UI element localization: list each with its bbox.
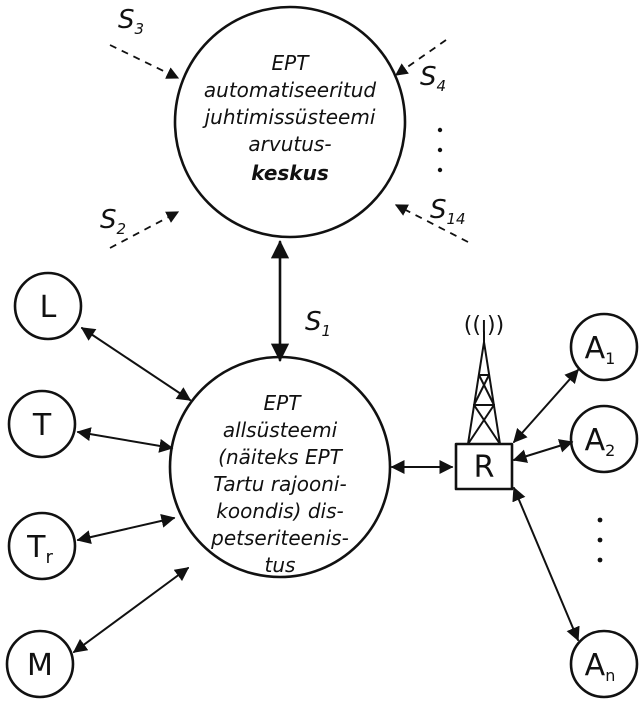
top-line-4: arvutus- bbox=[248, 132, 331, 156]
subsystem-text: EPT allsüsteemi (näiteks EPT Tartu rajoo… bbox=[210, 391, 349, 577]
label-s14: S14 bbox=[430, 195, 466, 228]
top-line-1: EPT bbox=[272, 51, 311, 75]
svg-text:L: L bbox=[40, 290, 57, 325]
label-s3: S3 bbox=[118, 5, 144, 38]
node-m: M bbox=[5, 629, 75, 699]
bottom-line-5: koondis) dis- bbox=[216, 499, 343, 523]
bottom-line-7: tus bbox=[265, 553, 296, 577]
computing-center-circle bbox=[173, 5, 407, 239]
link-an bbox=[512, 486, 580, 642]
svg-text:Tr: Tr bbox=[26, 530, 53, 568]
svg-text:An: An bbox=[585, 648, 616, 685]
link-a1 bbox=[513, 368, 579, 444]
label-s2: S2 bbox=[100, 205, 126, 238]
link-m bbox=[72, 567, 190, 653]
svg-text:A2: A2 bbox=[585, 423, 616, 460]
bottom-line-4: Tartu rajooni- bbox=[213, 472, 346, 496]
top-line-3: juhtimissüsteemi bbox=[202, 105, 376, 129]
node-t: T bbox=[7, 389, 77, 459]
nodes-ellipsis bbox=[597, 517, 603, 563]
s3-dashed-arrow bbox=[109, 44, 180, 79]
node-a2: A2 bbox=[569, 404, 639, 474]
bottom-line-3: (näiteks EPT bbox=[218, 445, 343, 469]
bottom-line-6: petseriteenis- bbox=[210, 526, 349, 550]
svg-text:T: T bbox=[32, 408, 52, 443]
antenna-waves: ((ı)) bbox=[464, 313, 504, 338]
link-l bbox=[80, 327, 192, 401]
top-line-5: keskus bbox=[251, 161, 329, 185]
node-an: An bbox=[569, 629, 639, 699]
radio-label: R bbox=[474, 450, 495, 485]
link-a2 bbox=[512, 439, 574, 463]
signals-ellipsis bbox=[437, 127, 443, 173]
bottom-line-2: allsüsteemi bbox=[223, 418, 338, 442]
antenna-tower-icon bbox=[467, 331, 501, 445]
radio-station-box bbox=[454, 442, 514, 491]
label-s1: S1 bbox=[305, 307, 331, 340]
computing-center-text: EPT automatiseeritud juhtimissüsteemi ar… bbox=[202, 51, 377, 185]
node-l: L bbox=[13, 271, 83, 341]
node-a1: A1 bbox=[569, 312, 639, 382]
svg-text:M: M bbox=[27, 648, 53, 683]
s14-dashed-arrow bbox=[394, 204, 469, 243]
svg-text:A1: A1 bbox=[585, 331, 616, 368]
link-t bbox=[76, 427, 174, 453]
top-line-2: automatiseeritud bbox=[204, 78, 376, 102]
label-s4: S4 bbox=[420, 62, 446, 95]
node-tr: Tr bbox=[7, 511, 77, 581]
s4-dashed-arrow bbox=[394, 39, 447, 76]
subsystem-circle bbox=[168, 355, 392, 579]
link-tr bbox=[76, 513, 176, 545]
bottom-line-1: EPT bbox=[264, 391, 303, 415]
